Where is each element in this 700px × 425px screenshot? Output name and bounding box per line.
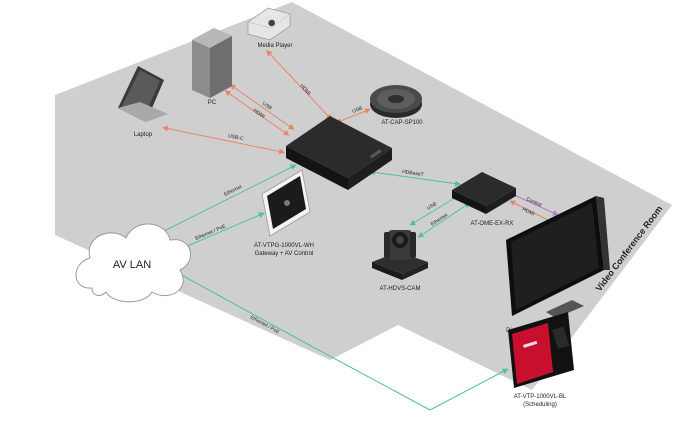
receiver-label: AT-OME-EX-RX	[471, 221, 514, 227]
av-lan-cloud: AV LAN	[75, 223, 191, 303]
cable-media-hdmi	[265, 49, 333, 121]
label-speaker-usb: USB	[352, 105, 364, 115]
pc-label: PC	[208, 100, 217, 106]
cable-cam-ethernet	[417, 202, 471, 238]
label-rx-hdmi: HDMI	[521, 206, 535, 217]
scheduler-role-label: (Scheduling)	[523, 402, 557, 408]
apple-logo-icon: ⚫	[268, 19, 276, 27]
cable-laptop-usbc	[162, 125, 285, 155]
touch-panel-model-label: AT-VTPG-1000VL-WH	[254, 243, 314, 249]
touch-panel-role-label: Gateway + AV Control	[255, 251, 314, 257]
pc-tower: PC	[192, 28, 232, 106]
label-cam-usb: USB	[426, 201, 438, 212]
laptop-label: Laptop	[134, 132, 153, 138]
media-player: ⚫ Media Player	[247, 7, 293, 49]
speakerphone-label: AT-CAP-SP100	[381, 120, 423, 126]
laptop: Laptop	[118, 66, 168, 138]
cable-hdbaset	[369, 169, 461, 187]
label-pc-usb: USB	[261, 101, 273, 112]
speakerphone: AT-CAP-SP100	[370, 85, 423, 126]
cable-speaker-usb	[335, 108, 371, 124]
cable-panel-poe	[175, 212, 265, 252]
camera-label: AT-HDVS-CAM	[380, 286, 421, 292]
scheduling-panel: AT-VTP-1000VL-BL (Scheduling)	[508, 312, 574, 408]
ptz-camera: AT-HDVS-CAM	[372, 230, 428, 292]
cable-sched-poe	[173, 270, 509, 411]
room-floor	[55, 2, 672, 390]
main-switcher	[286, 116, 392, 190]
display: Display	[506, 196, 610, 334]
av-lan-label: AV LAN	[113, 259, 151, 271]
receiver: AT-OME-EX-RX	[452, 172, 516, 227]
touch-panel: AT-VTPG-1000VL-WH Gateway + AV Control	[254, 169, 314, 257]
label-hdbaset: HDBaseT	[402, 169, 424, 178]
label-laptop-usbc: USB-C	[228, 133, 245, 142]
cable-rx-hdmi	[509, 200, 555, 224]
media-player-label: Media Player	[257, 43, 292, 49]
scheduler-model-label: AT-VTP-1000VL-BL	[514, 394, 567, 400]
